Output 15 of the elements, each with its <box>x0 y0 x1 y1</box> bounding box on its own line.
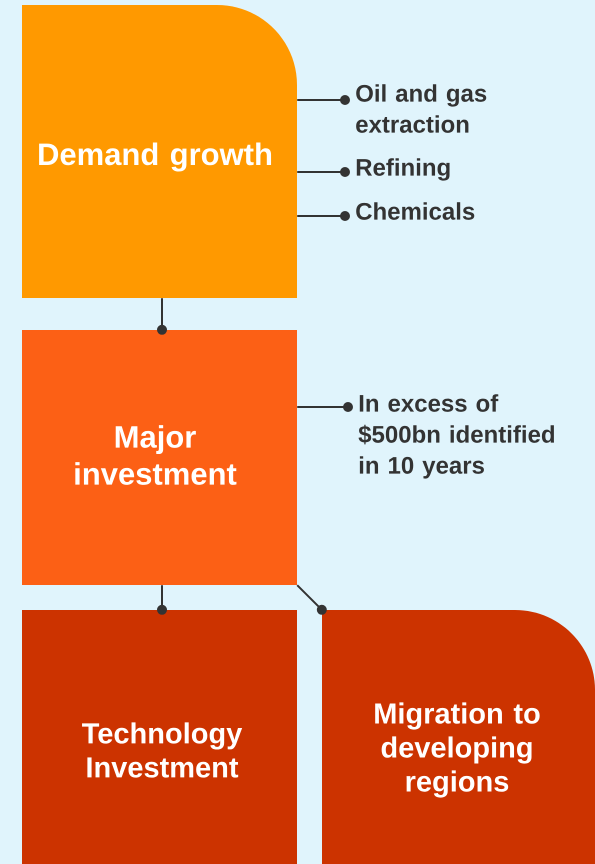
connector <box>297 167 350 177</box>
connector <box>297 95 350 105</box>
process-box: Technology Investment <box>22 610 297 864</box>
bullet-text: Refining <box>356 158 450 181</box>
bullet-text: Chemicals <box>356 202 474 220</box>
connector <box>157 585 167 615</box>
process-box: Major investment <box>22 330 297 585</box>
connector <box>296 584 327 615</box>
bullet-text: Oil and gas extraction <box>356 84 486 133</box>
bullet-text: In excess of $500bn identified in 10 years <box>358 394 554 479</box>
connector <box>297 402 353 412</box>
process-box: Demand growth <box>22 5 297 298</box>
connector <box>157 298 167 335</box>
process-box: Migration to developing regions <box>322 610 595 864</box>
connector <box>297 211 350 221</box>
